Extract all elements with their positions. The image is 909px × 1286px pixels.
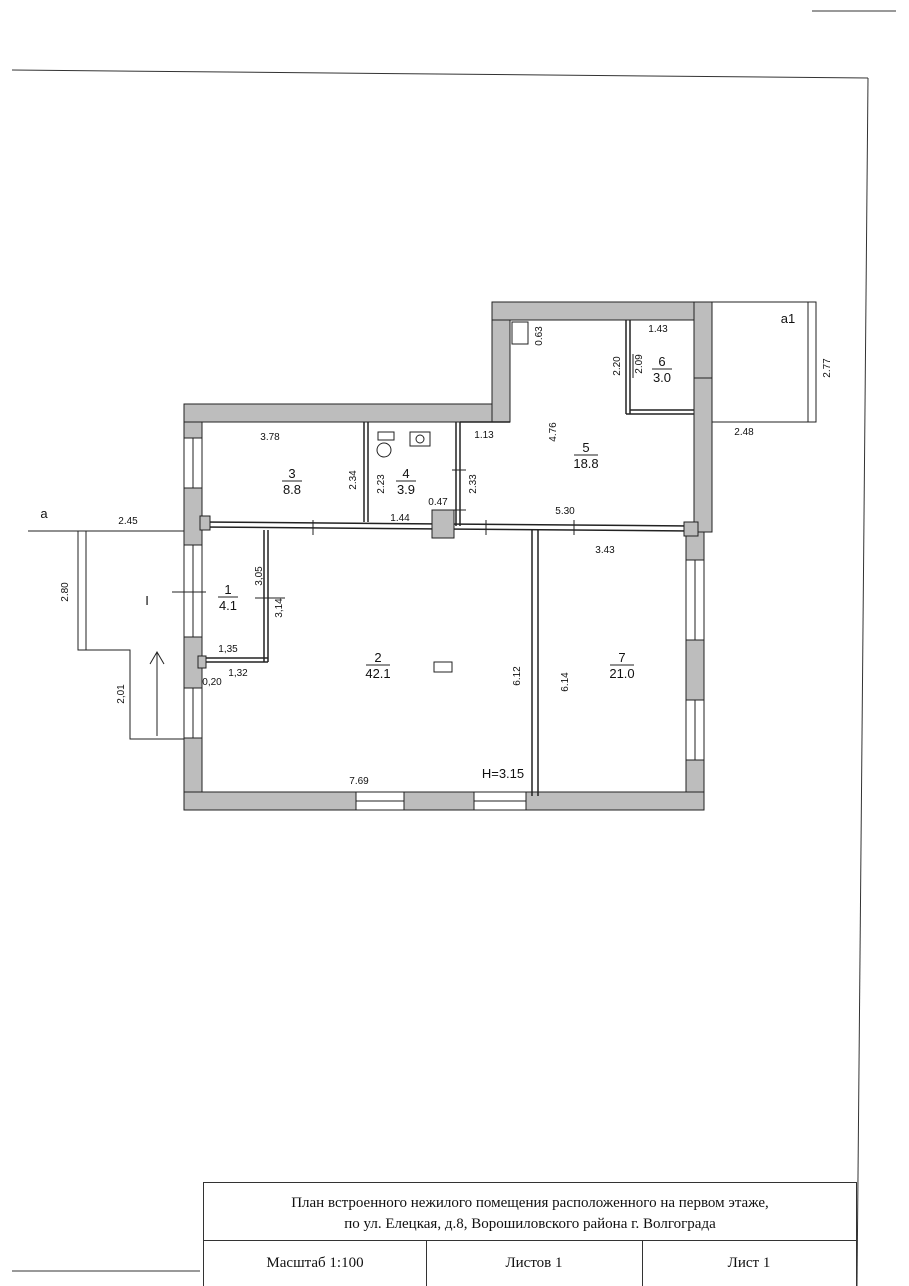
dimension-label: 2.20: [612, 356, 623, 376]
title-block: План встроенного нежилого помещения расп…: [203, 1182, 857, 1286]
porches: [28, 301, 817, 740]
room-3-number: 3: [288, 466, 295, 481]
title-block-row: Масштаб 1:100 Листов 1 Лист 1: [204, 1240, 856, 1286]
room-5-number: 5: [582, 440, 589, 455]
room-4-area: 3.9: [397, 482, 415, 497]
dimension-label: 1,35: [218, 644, 238, 655]
dimension-label: 2.77: [822, 358, 833, 378]
dimension-label: 2.23: [376, 474, 387, 494]
dimension-label: 2.80: [60, 582, 71, 602]
room-2-area: 42.1: [365, 666, 390, 681]
dimension-label: 2.48: [734, 427, 754, 438]
dimension-label: 3,14: [274, 598, 285, 618]
windows: [183, 437, 705, 811]
dimension-label: 5.30: [555, 506, 575, 517]
room-1-number: 1: [224, 582, 231, 597]
room-5-area: 18.8: [573, 456, 598, 471]
room-6-number: 6: [658, 354, 665, 369]
rear-porch-letter: a1: [781, 311, 795, 326]
room-6-area: 3.0: [653, 370, 671, 385]
dimension-label: 0.63: [534, 326, 545, 346]
dimension-labels: 3.78 2.34 2.23 1.13 2.33 4.76 0.63 1.43 …: [60, 324, 833, 787]
column-marker: [433, 661, 453, 673]
dimension-label: 3.78: [260, 432, 280, 443]
dimension-lines: [172, 354, 712, 599]
sheets-count-cell: Листов 1: [426, 1241, 643, 1286]
dimension-label: 4.76: [548, 422, 559, 442]
scale-cell: Масштаб 1:100: [204, 1241, 427, 1286]
sheet-frame: [11, 10, 896, 1286]
title-line-2: по ул. Елецкая, д.8, Ворошиловского райо…: [344, 1216, 716, 1232]
title-block-heading: План встроенного нежилого помещения расп…: [204, 1193, 856, 1235]
room-4-number: 4: [402, 466, 409, 481]
room-1-area: 4.1: [219, 598, 237, 613]
porch-label: I: [145, 593, 149, 608]
dimension-label: 6.14: [560, 672, 571, 692]
dimension-label: 6.12: [512, 666, 523, 686]
dimension-label: 1,32: [228, 668, 248, 679]
dimension-label: 2.45: [118, 516, 138, 527]
room-3-area: 8.8: [283, 482, 301, 497]
dimension-label: 3.43: [595, 545, 615, 556]
partitions: [201, 320, 694, 796]
dimension-label: 1.43: [648, 324, 668, 335]
dimension-label: 2.34: [348, 470, 359, 490]
ceiling-height: H=3.15: [482, 766, 524, 781]
dimension-label: 2.09: [634, 354, 645, 374]
toilet-tank-icon: [377, 431, 395, 441]
room-2-number: 2: [374, 650, 381, 665]
room-7-area: 21.0: [609, 666, 634, 681]
toilet-icon: [376, 442, 392, 458]
dimension-label: 7.69: [349, 776, 369, 787]
title-line-1: План встроенного нежилого помещения расп…: [291, 1195, 769, 1211]
dimension-label: 0.47: [428, 497, 448, 508]
room-7-number: 7: [618, 650, 625, 665]
dimension-label: 0,20: [202, 677, 222, 688]
dimension-label: 1.13: [474, 430, 494, 441]
fixtures: [197, 321, 699, 673]
dimension-label: 3,05: [254, 566, 265, 586]
porch-letter: a: [40, 506, 48, 521]
sheet-number-cell: Лист 1: [727, 1255, 771, 1271]
dimension-label: 2,01: [116, 684, 127, 704]
dimension-label: 2.33: [468, 474, 479, 494]
room-labels: 3 8.8 4 3.9 5 18.8 6 3.0 1 4.1 2 42.1 7 …: [40, 311, 795, 781]
outer-walls: [183, 301, 713, 811]
dimension-label: 1.44: [390, 513, 410, 524]
